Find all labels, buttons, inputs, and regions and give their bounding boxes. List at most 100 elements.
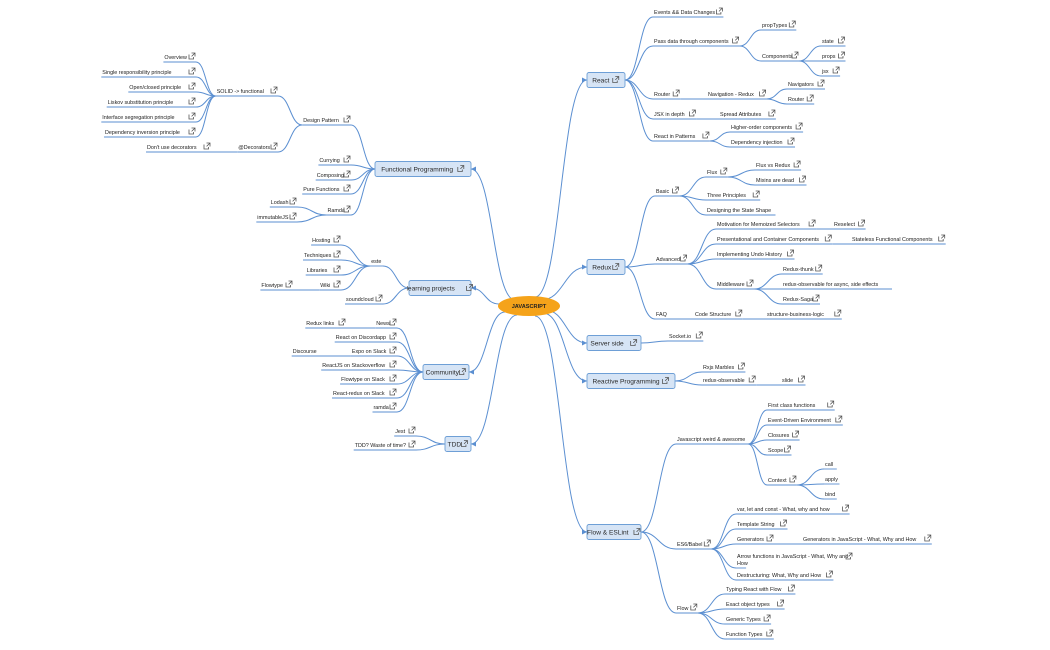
node-slide[interactable]: slide (781, 375, 806, 386)
external-link-icon[interactable] (188, 112, 196, 120)
node-closures[interactable]: Closures (767, 430, 800, 441)
external-link-icon[interactable] (389, 374, 397, 382)
external-link-icon[interactable] (630, 339, 638, 346)
node-flowtype-slack[interactable]: Flowtype on Slack (340, 374, 397, 385)
external-link-icon[interactable] (285, 280, 293, 288)
node-template-string[interactable]: Template String (736, 519, 788, 530)
node-dip[interactable]: Dependency inversion principle (104, 127, 196, 138)
external-link-icon[interactable] (333, 250, 341, 258)
node-libraries[interactable]: Libraries (305, 265, 341, 276)
node-flow[interactable]: Flow (676, 603, 698, 614)
branch-flow-eslint[interactable]: Flow & ESLint (586, 524, 642, 540)
external-link-icon[interactable] (720, 167, 728, 175)
node-exact-object-types[interactable]: Exact object types (725, 599, 785, 610)
node-middleware[interactable]: Middleware (716, 279, 754, 290)
external-link-icon[interactable] (389, 332, 397, 340)
external-link-icon[interactable] (461, 440, 468, 447)
node-state-shape[interactable]: Designing the State Shape (706, 208, 776, 216)
external-link-icon[interactable] (458, 368, 466, 375)
external-link-icon[interactable] (270, 142, 278, 150)
branch-redux[interactable]: Redux (586, 259, 626, 275)
node-three-principles[interactable]: Three Principles (706, 190, 761, 201)
node-var-let-const[interactable]: var, let and const - What, why and how (736, 504, 850, 515)
external-link-icon[interactable] (834, 309, 842, 317)
node-first-class[interactable]: First class functions (767, 400, 835, 411)
node-este[interactable]: este (370, 259, 383, 267)
arrow-functions-icon-holder[interactable] (845, 552, 853, 560)
node-stateless-components[interactable]: Stateless Functional Components (851, 234, 946, 245)
external-link-icon[interactable] (270, 86, 278, 94)
branch-server-side[interactable]: Server side (586, 335, 642, 351)
external-link-icon[interactable] (787, 137, 795, 145)
node-spread-attributes[interactable]: Spread Attributes (719, 109, 776, 120)
node-pass-data[interactable]: Pass data through components (653, 36, 740, 47)
external-link-icon[interactable] (408, 426, 416, 434)
node-state[interactable]: state (821, 36, 846, 47)
external-link-icon[interactable] (695, 331, 703, 339)
external-link-icon[interactable] (732, 36, 739, 44)
node-bind[interactable]: bind (824, 492, 837, 500)
node-hoc[interactable]: Higher-order components (730, 122, 804, 133)
external-link-icon[interactable] (746, 279, 754, 287)
external-link-icon[interactable] (633, 528, 641, 535)
node-context[interactable]: Context (767, 475, 797, 486)
node-decorators[interactable]: @Decorators (237, 142, 278, 153)
external-link-icon[interactable] (343, 170, 351, 178)
node-stackoverflow[interactable]: ReactJS on Stackoverflow (321, 360, 397, 371)
external-link-icon[interactable] (690, 603, 698, 611)
external-link-icon[interactable] (838, 51, 845, 59)
node-jsx-depth[interactable]: JSX in depth (653, 109, 697, 120)
branch-learning-projects[interactable]: learning projects (406, 280, 473, 296)
external-link-icon[interactable] (188, 67, 196, 75)
node-lodash[interactable]: Lodash (269, 197, 297, 208)
external-link-icon[interactable] (612, 263, 620, 270)
node-flowtype[interactable]: Flowtype (260, 280, 293, 291)
node-solid[interactable]: SOLID -> functional (215, 86, 278, 97)
node-navigation-redux[interactable]: Navigation - Redux (707, 89, 767, 100)
node-redux-thunk[interactable]: Redux-thunk (782, 264, 823, 275)
external-link-icon[interactable] (845, 552, 853, 560)
external-link-icon[interactable] (808, 219, 816, 227)
external-link-icon[interactable] (738, 362, 745, 370)
node-srp[interactable]: Single responsibility principle (101, 67, 196, 78)
node-router[interactable]: Router (653, 89, 681, 100)
external-link-icon[interactable] (766, 629, 774, 637)
external-link-icon[interactable] (780, 519, 787, 527)
node-scope[interactable]: Scope (767, 445, 792, 456)
node-event-driven[interactable]: Event-Driven Environment (767, 415, 843, 426)
node-react-redux-slack[interactable]: React-redux on Slack (332, 388, 397, 399)
branch-functional-programming[interactable]: Functional Programming (374, 161, 472, 177)
external-link-icon[interactable] (858, 219, 865, 227)
external-link-icon[interactable] (768, 109, 776, 117)
external-link-icon[interactable] (672, 186, 679, 194)
root-node[interactable]: JAVASCRIPT (498, 296, 560, 316)
external-link-icon[interactable] (777, 599, 784, 607)
external-link-icon[interactable] (389, 402, 397, 410)
node-design-pattern[interactable]: Design Pattern (302, 115, 351, 126)
external-link-icon[interactable] (333, 265, 341, 273)
node-props[interactable]: props (821, 51, 846, 62)
external-link-icon[interactable] (766, 534, 774, 542)
node-techniques[interactable]: Techniques (303, 250, 341, 261)
external-link-icon[interactable] (798, 375, 805, 383)
external-link-icon[interactable] (812, 294, 820, 302)
external-link-icon[interactable] (788, 584, 795, 592)
external-link-icon[interactable] (716, 7, 723, 15)
node-discordapp[interactable]: React on Discordapp (334, 332, 397, 343)
external-link-icon[interactable] (389, 388, 397, 396)
node-arrow-functions[interactable]: How (736, 561, 748, 569)
external-link-icon[interactable] (784, 445, 791, 453)
external-link-icon[interactable] (938, 234, 946, 242)
node-es6-babel[interactable]: ES6/Babel (676, 539, 712, 550)
external-link-icon[interactable] (689, 109, 696, 117)
node-lsp[interactable]: Liskov substitution principle (106, 97, 196, 108)
node-generic-types[interactable]: Generic Types (725, 614, 772, 625)
node-ocp[interactable]: Open/closed principle (128, 82, 196, 93)
node-memoized-selectors[interactable]: Motivation for Memoized Selectors (716, 219, 817, 230)
external-link-icon[interactable] (842, 504, 849, 512)
external-link-icon[interactable] (338, 318, 346, 326)
node-mixins[interactable]: Mixins are dead (755, 175, 807, 186)
node-generators[interactable]: Generators (736, 534, 774, 545)
external-link-icon[interactable] (826, 570, 833, 578)
node-redux-saga[interactable]: Redux-Saga (782, 294, 820, 305)
